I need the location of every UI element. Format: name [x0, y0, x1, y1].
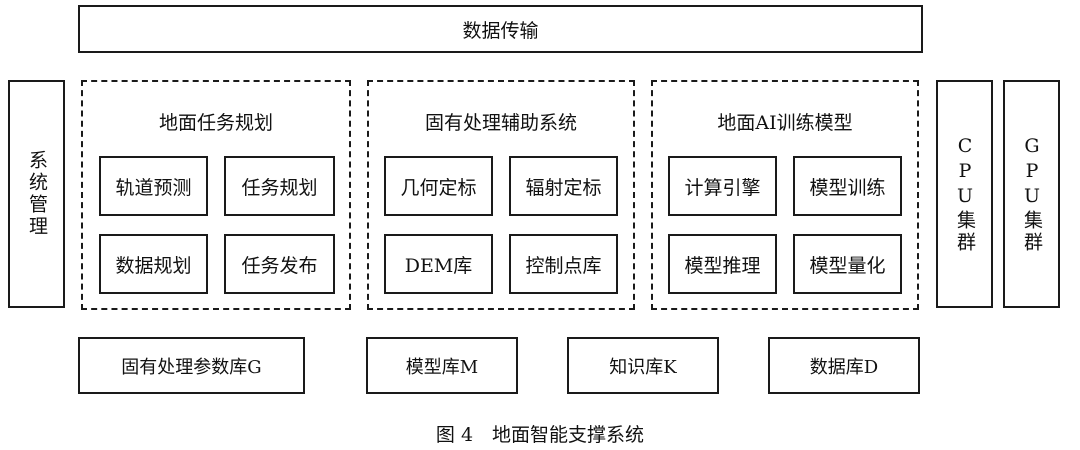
group-title: 地面任务规划 — [158, 112, 273, 134]
database-label: 知识库K — [609, 356, 677, 378]
group-intrinsic-processing-aux: 固有处理辅助系统 — [367, 80, 635, 310]
data-transfer-label: 数据传输 — [462, 19, 539, 42]
module-label: 模型训练 — [809, 176, 886, 199]
system-management-panel: 系统管理 — [8, 80, 65, 308]
module-box: 轨道预测 — [99, 156, 208, 216]
gpu-cluster-panel: GPU集群 — [1003, 80, 1060, 308]
module-box: 计算引擎 — [668, 156, 777, 216]
module-label: 模型推理 — [684, 254, 761, 277]
module-box: 模型量化 — [793, 234, 902, 294]
module-box: 任务发布 — [224, 234, 335, 294]
database-box: 数据库D — [768, 337, 920, 394]
group-title: 地面AI训练模型 — [717, 112, 853, 134]
module-box: 辐射定标 — [509, 156, 618, 216]
module-box: 模型推理 — [668, 234, 777, 294]
database-box: 固有处理参数库G — [78, 337, 305, 394]
module-label: 任务规划 — [241, 176, 318, 199]
data-transfer-bar: 数据传输 — [78, 5, 923, 53]
gpu-cluster-label: GPU集群 — [1021, 134, 1043, 254]
module-label: DEM库 — [404, 254, 473, 277]
group-title: 固有处理辅助系统 — [424, 112, 577, 134]
module-box: 数据规划 — [99, 234, 208, 294]
database-label: 固有处理参数库G — [121, 356, 262, 378]
system-management-label: 系统管理 — [26, 150, 48, 238]
module-box: DEM库 — [384, 234, 493, 294]
database-label: 数据库D — [809, 356, 879, 378]
group-ground-task-planning: 地面任务规划 — [81, 80, 351, 310]
module-label: 辐射定标 — [525, 176, 602, 199]
group-ground-ai-training-model: 地面AI训练模型 — [651, 80, 919, 310]
cpu-cluster-label: CPU集群 — [954, 134, 976, 254]
cpu-cluster-panel: CPU集群 — [936, 80, 993, 308]
database-label: 模型库M — [405, 356, 479, 378]
module-box: 控制点库 — [509, 234, 618, 294]
module-label: 轨道预测 — [115, 176, 192, 199]
database-box: 模型库M — [366, 337, 518, 394]
module-label: 数据规划 — [115, 254, 192, 277]
module-box: 几何定标 — [384, 156, 493, 216]
database-box: 知识库K — [567, 337, 719, 394]
figure-caption: 图 4 地面智能支撑系统 — [435, 424, 645, 446]
module-label: 任务发布 — [241, 254, 318, 277]
module-label: 计算引擎 — [684, 176, 761, 199]
module-label: 控制点库 — [525, 254, 602, 277]
module-label: 几何定标 — [400, 176, 477, 199]
module-label: 模型量化 — [809, 254, 886, 277]
module-box: 任务规划 — [224, 156, 335, 216]
module-box: 模型训练 — [793, 156, 902, 216]
